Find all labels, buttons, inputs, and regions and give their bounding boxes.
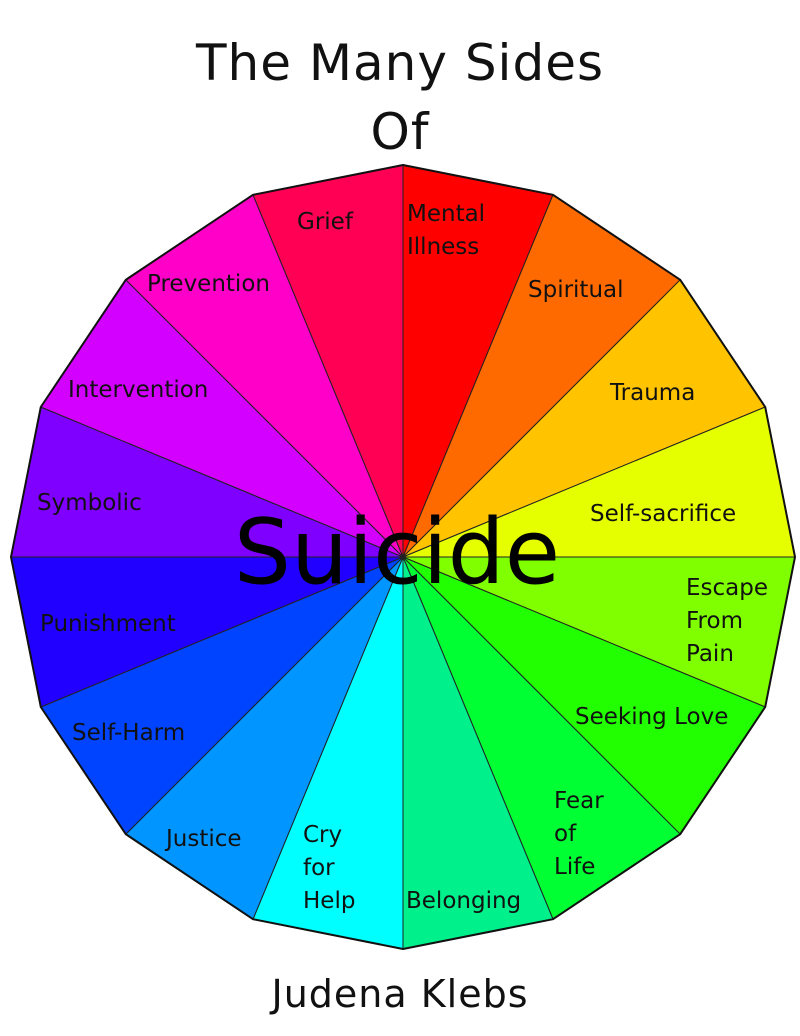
wheel-segment-label: Symbolic xyxy=(37,490,142,516)
wheel-segment-label: Seeking Love xyxy=(575,704,728,730)
wheel-segment-label: Spiritual xyxy=(528,277,624,303)
wheel-segment-label: Punishment xyxy=(40,611,176,637)
wheel-segment-label: Prevention xyxy=(147,271,270,297)
wheel-outline xyxy=(10,164,796,950)
wheel-segments xyxy=(10,164,796,950)
wheel-segment-label: Grief xyxy=(297,209,354,235)
wheel-segment-label: Intervention xyxy=(68,377,208,403)
wheel-segment-label: Self-Harm xyxy=(72,720,185,746)
wheel-segment-label: Justice xyxy=(164,826,242,852)
wheel-segment-label: Trauma xyxy=(609,380,695,406)
author-name: Judena Klebs xyxy=(271,972,529,1016)
wheel-segment-label: Belonging xyxy=(406,888,521,914)
page-title-line-1: The Many Sides xyxy=(195,34,605,92)
page-title-line-2: Of xyxy=(370,103,430,161)
wheel-segment-label: Self-sacrifice xyxy=(590,501,736,527)
center-word: Suicide xyxy=(234,500,560,605)
